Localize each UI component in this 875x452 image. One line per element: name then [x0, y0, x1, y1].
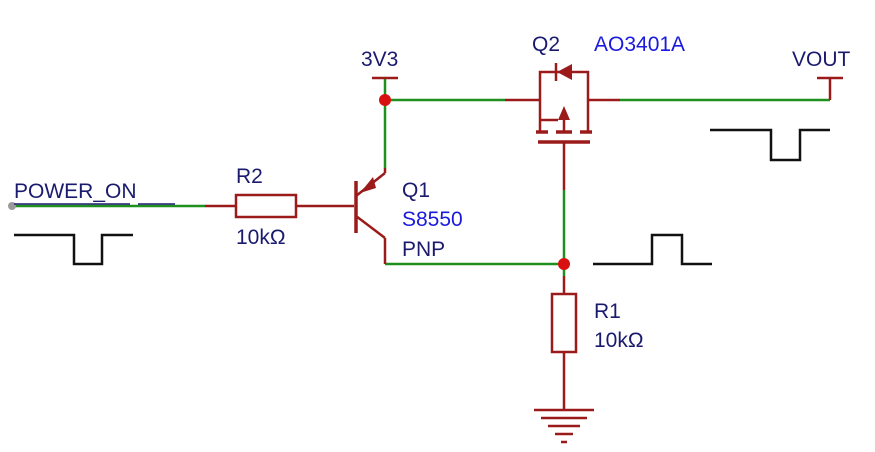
- supply-3v3: 3V3: [361, 48, 398, 80]
- net-label-power-on: POWER_ON: [14, 180, 137, 203]
- q2-part: AO3401A: [594, 33, 685, 56]
- q1-part: S8550: [402, 208, 463, 231]
- net-vout: VOUT: [792, 48, 851, 100]
- q2-diode-frame: [538, 70, 590, 100]
- q2-ref: Q2: [532, 33, 560, 56]
- r1-ref: R1: [594, 300, 621, 323]
- junction-gate-node: [558, 258, 570, 270]
- q1-emitter-arrow-icon: [360, 177, 376, 193]
- ground-icon: [534, 408, 594, 444]
- q2-body-arrow-icon: [558, 106, 570, 120]
- supply-label: 3V3: [361, 48, 398, 71]
- resistor-r1: R1 10kΩ: [550, 276, 644, 410]
- r1-value: 10kΩ: [594, 329, 644, 352]
- q2-body-diode-icon: [557, 64, 572, 80]
- waveform-output-low-pulse: [710, 128, 830, 162]
- resistor-r2: R2 10kΩ: [205, 165, 326, 249]
- q1-type: PNP: [402, 238, 445, 261]
- q1-ref: Q1: [402, 179, 430, 202]
- net-power-on: POWER_ON: [8, 180, 175, 210]
- r2-ref: R2: [236, 165, 263, 188]
- vout-label: VOUT: [792, 48, 851, 71]
- waveform-gate-high-pulse: [593, 233, 712, 266]
- waveform-input-low-pulse: [14, 233, 133, 266]
- r2-value: 10kΩ: [236, 226, 286, 249]
- transistor-q1: Q1 S8550 PNP: [326, 168, 463, 264]
- junction-3v3: [379, 94, 391, 106]
- r1-body: [550, 292, 578, 354]
- mosfet-q2: Q2 AO3401A: [505, 33, 685, 190]
- wires: [12, 78, 830, 276]
- r2-body: [234, 193, 298, 219]
- q1-collector-lead: [355, 215, 386, 239]
- input-port-icon: [8, 202, 16, 210]
